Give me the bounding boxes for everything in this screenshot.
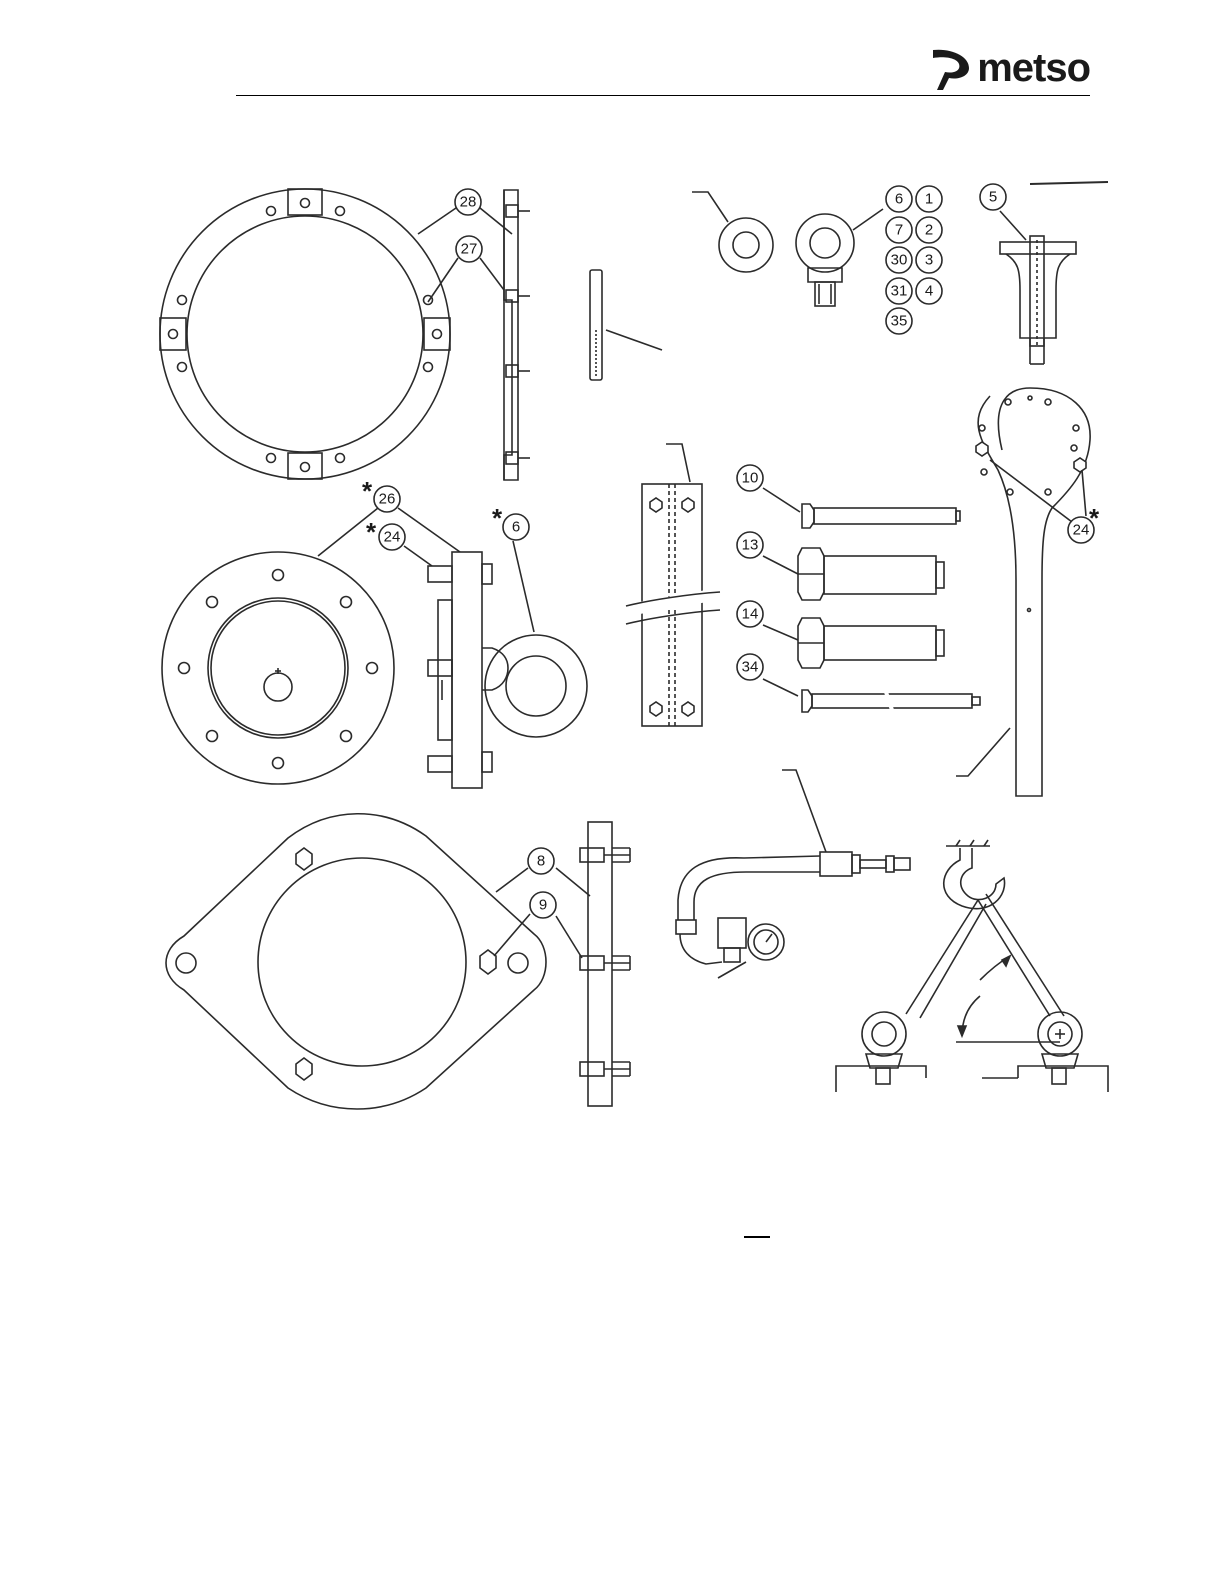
- long-bolt-10: [763, 488, 960, 528]
- callout-9: 9: [539, 897, 547, 914]
- callout-1: 1: [925, 191, 933, 208]
- callout-2: 2: [925, 222, 933, 239]
- splice-strip: [626, 444, 720, 726]
- lifting-ring-plate: [160, 189, 450, 479]
- callout-6-flange: 6: [512, 519, 520, 536]
- star-mark-6: *: [492, 503, 503, 533]
- spanner-wrench: [956, 388, 1090, 796]
- callout-26: 26: [379, 491, 396, 508]
- callout-7: 7: [895, 222, 903, 239]
- callout-13: 13: [742, 537, 759, 554]
- callout-3: 3: [925, 252, 933, 269]
- oval-flange-side-view: [494, 822, 630, 1106]
- eye-bolt-small: [796, 209, 883, 306]
- star-mark-26: *: [362, 476, 373, 506]
- callout-24-spanner: 24: [1073, 522, 1090, 539]
- callout-6-eyebolt: 6: [895, 191, 903, 208]
- callout-14: 14: [742, 606, 759, 623]
- callout-4: 4: [925, 283, 933, 300]
- flange-cover: [162, 552, 394, 784]
- callout-31: 31: [891, 283, 908, 300]
- lifting-ring-side-view: [504, 190, 530, 480]
- callout-30: 30: [891, 252, 908, 269]
- bolt-34: [763, 679, 980, 712]
- bolt-13: [763, 548, 944, 600]
- threaded-rod: [590, 270, 662, 380]
- bolt-14: [763, 618, 944, 668]
- callout-34: 34: [742, 659, 759, 676]
- star-mark-24: *: [366, 517, 377, 547]
- callout-5: 5: [989, 189, 997, 206]
- washer: [692, 192, 773, 272]
- callout-27: 27: [461, 241, 478, 258]
- crane-hook-sling: [836, 840, 1108, 1092]
- page-number-dash: [744, 1236, 770, 1238]
- callout-35: 35: [891, 313, 908, 330]
- callout-24-flange: 24: [384, 529, 401, 546]
- puller-tool: [1000, 182, 1108, 364]
- oval-flange-plate: [166, 814, 546, 1109]
- callout-28: 28: [460, 194, 477, 211]
- callout-8: 8: [537, 853, 545, 870]
- star-mark-24-spanner: *: [1089, 503, 1100, 533]
- flange-cover-side-view: [318, 508, 587, 788]
- callout-10: 10: [742, 470, 759, 487]
- hydraulic-hose-gauge: [676, 770, 910, 978]
